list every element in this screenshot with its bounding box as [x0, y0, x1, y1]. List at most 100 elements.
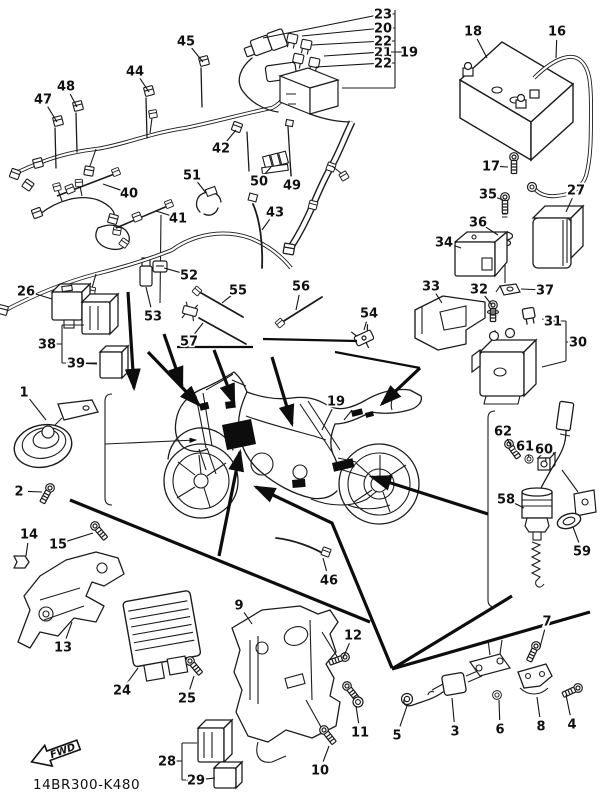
callout-label: 33	[422, 280, 440, 295]
leader-line	[322, 557, 328, 572]
bracket-lines	[55, 10, 571, 781]
leader-line	[295, 294, 300, 311]
callout-label: 40	[120, 187, 138, 202]
leader-line	[342, 643, 350, 659]
leader-line	[485, 226, 499, 236]
callout-label: 25	[178, 692, 196, 707]
callout-label: 9	[234, 599, 243, 614]
leader-line	[484, 295, 493, 306]
callout-label: 41	[169, 212, 187, 227]
leader-line	[513, 502, 525, 509]
leader-line	[498, 699, 501, 721]
leader-line	[243, 612, 253, 625]
callout-label: 26	[17, 285, 35, 300]
leader-line	[262, 15, 375, 39]
callout-label: 47	[34, 93, 52, 108]
callout-label: 7	[542, 615, 551, 630]
callout-label: 17	[482, 160, 500, 175]
callout-label: 52	[180, 269, 198, 284]
leader-line	[539, 629, 546, 648]
ecu-bracket-illustration	[196, 605, 364, 790]
callout-label: 36	[469, 216, 487, 231]
callout-label: 45	[177, 35, 195, 50]
callout-label: 55	[229, 284, 247, 299]
main-harness-19-illustration	[247, 120, 356, 269]
battery-illustration	[458, 41, 594, 199]
fwd-arrow: FWD	[30, 739, 82, 768]
callout-label: 5	[392, 729, 401, 744]
callout-label: 4	[567, 718, 576, 733]
callout-label: 60	[535, 443, 553, 458]
bands-clips-illustration	[181, 285, 375, 558]
leader-line	[27, 490, 43, 493]
callout-label: 34	[435, 236, 453, 251]
leader-line	[496, 196, 504, 201]
leader-line	[194, 322, 204, 335]
leader-line	[435, 293, 443, 304]
leader-line	[29, 398, 47, 421]
callout-label: 19	[327, 395, 345, 410]
leader-line	[163, 267, 181, 274]
callout-label: 3	[450, 725, 459, 740]
callout-label: 16	[548, 25, 566, 40]
fuse-box-illustration	[238, 28, 353, 123]
leader-line	[126, 667, 139, 684]
leader-line	[145, 286, 152, 308]
callout-label: 42	[212, 142, 230, 157]
leader-line	[527, 454, 530, 458]
leader-line	[102, 183, 121, 191]
callout-label: 1	[19, 386, 28, 401]
callout-label: 53	[144, 310, 162, 325]
callout-label: 39	[67, 357, 85, 372]
leader-line	[221, 295, 232, 304]
horn-illustration	[13, 399, 99, 506]
leader-line	[572, 526, 580, 543]
leader-line	[204, 777, 216, 780]
leader-line	[69, 93, 78, 108]
leader-line	[65, 621, 73, 639]
leader-line	[322, 745, 330, 762]
leader-line	[323, 52, 375, 57]
callout-label: 14	[20, 528, 38, 543]
callout-label: 31	[544, 315, 562, 330]
callout-label: 51	[183, 169, 201, 184]
leader-line	[261, 218, 271, 231]
leader-line	[555, 39, 558, 59]
callout-label: 30	[569, 336, 587, 351]
callout-label: 44	[126, 65, 144, 80]
leader-line	[311, 40, 375, 46]
callout-label: 50	[250, 175, 268, 190]
leader-line	[66, 532, 94, 542]
callout-label: 12	[344, 629, 362, 644]
callout-label: 49	[283, 179, 301, 194]
callout-label: 20	[374, 22, 392, 37]
callout-label: 6	[495, 723, 504, 738]
callout-label: 11	[351, 726, 369, 741]
callout-label: 28	[158, 755, 176, 770]
callout-label: 23	[374, 8, 392, 23]
callout-label: 29	[187, 774, 205, 789]
callout-label: 10	[311, 764, 329, 779]
callout-label: 62	[494, 425, 512, 440]
callout-label: 22	[374, 35, 392, 50]
leader-line	[520, 288, 537, 291]
motorcycle-illustration	[163, 371, 423, 525]
leader-line	[315, 62, 375, 68]
callout-label: 43	[266, 206, 284, 221]
leader-line	[476, 38, 488, 59]
leader-line	[189, 675, 195, 690]
brake-switch-group-illustration	[400, 639, 585, 707]
callout-label: 61	[516, 440, 534, 455]
drawing-code: 14BR300-K480	[33, 777, 140, 793]
callout-label: 21	[374, 46, 392, 61]
sidestand-switch-illustration	[502, 400, 597, 588]
callout-label: 2	[14, 485, 23, 500]
leader-line	[264, 166, 272, 175]
relay-26-38-39-illustration	[50, 282, 130, 380]
leader-line	[565, 197, 573, 213]
callout-label: 57	[180, 335, 198, 350]
leader-line	[289, 160, 292, 177]
leader-line	[197, 181, 207, 194]
starter-relay-group-illustration	[414, 192, 585, 405]
